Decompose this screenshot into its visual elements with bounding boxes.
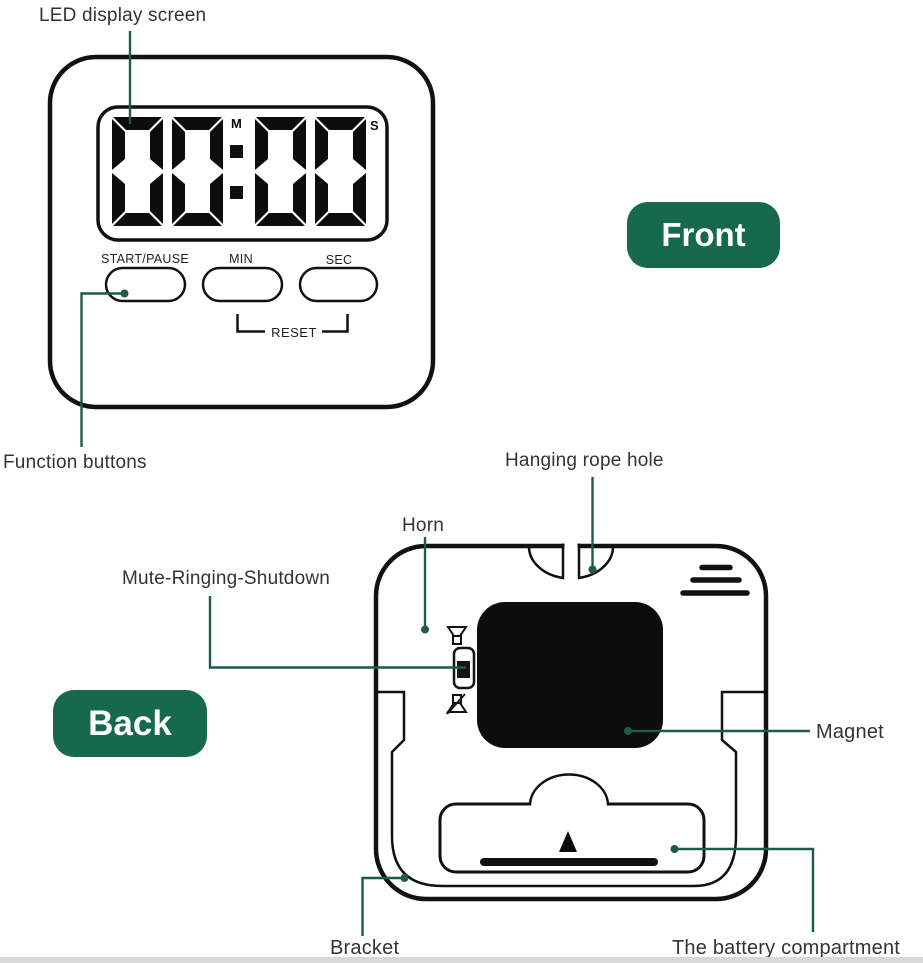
horn-label: Horn xyxy=(402,515,444,536)
mute-ringing-shutdown-label: Mute-Ringing-Shutdown xyxy=(122,568,331,589)
back-view-badge: Back xyxy=(53,690,207,757)
battery-arch xyxy=(528,773,610,806)
lcd-minutes-unit-label: M xyxy=(231,116,242,131)
speaker-mute-icon xyxy=(446,693,468,715)
lcd-seconds-unit-label: S xyxy=(370,118,379,133)
lcd-screen xyxy=(96,105,389,242)
leader-lines xyxy=(80,31,815,936)
sec-button-shape xyxy=(298,266,379,303)
front-view-badge: Front xyxy=(627,202,780,268)
leader-horn xyxy=(421,537,429,634)
leader-bracket xyxy=(361,874,409,936)
speaker-on-icon xyxy=(446,626,468,645)
sec-button-label: SEC xyxy=(325,253,353,267)
reset-bracket-line xyxy=(236,314,349,333)
start-pause-button-label: START/PAUSE xyxy=(100,252,190,266)
magnet-label: Magnet xyxy=(816,721,884,743)
horn-speaker-lines xyxy=(680,564,750,596)
bracket-label: Bracket xyxy=(330,937,400,959)
led-display-label: LED display screen xyxy=(39,5,207,26)
leader-function-buttons xyxy=(80,289,129,447)
leader-battery xyxy=(670,845,815,932)
switch-knob xyxy=(457,661,470,678)
leader-magnet xyxy=(624,727,810,735)
front-view xyxy=(47,54,436,410)
back-view xyxy=(373,542,769,902)
min-button-label: MIN xyxy=(229,252,253,266)
battery-triangle-mark xyxy=(559,831,577,852)
function-buttons-label: Function buttons xyxy=(3,452,147,473)
reset-label: RESET xyxy=(271,325,317,340)
start-pause-button-shape xyxy=(104,266,187,303)
magnet-shape xyxy=(477,602,663,748)
battery-compartment-label: The battery compartment xyxy=(672,937,901,959)
hanging-hole-slot-gap xyxy=(564,542,578,551)
battery-arch-mask xyxy=(530,773,608,807)
leader-hanging-rope-hole xyxy=(588,477,597,574)
min-button-shape xyxy=(201,266,284,303)
bracket-inner-outline xyxy=(376,690,765,888)
lcd-display-digits xyxy=(112,117,366,226)
image-bottom-edge-strip xyxy=(0,957,923,963)
hanging-hole-right-arc xyxy=(577,543,615,580)
hanging-rope-hole-label: Hanging rope hole xyxy=(505,450,664,471)
hanging-hole-left-arc xyxy=(527,543,565,580)
leader-mute-switch xyxy=(208,596,466,669)
